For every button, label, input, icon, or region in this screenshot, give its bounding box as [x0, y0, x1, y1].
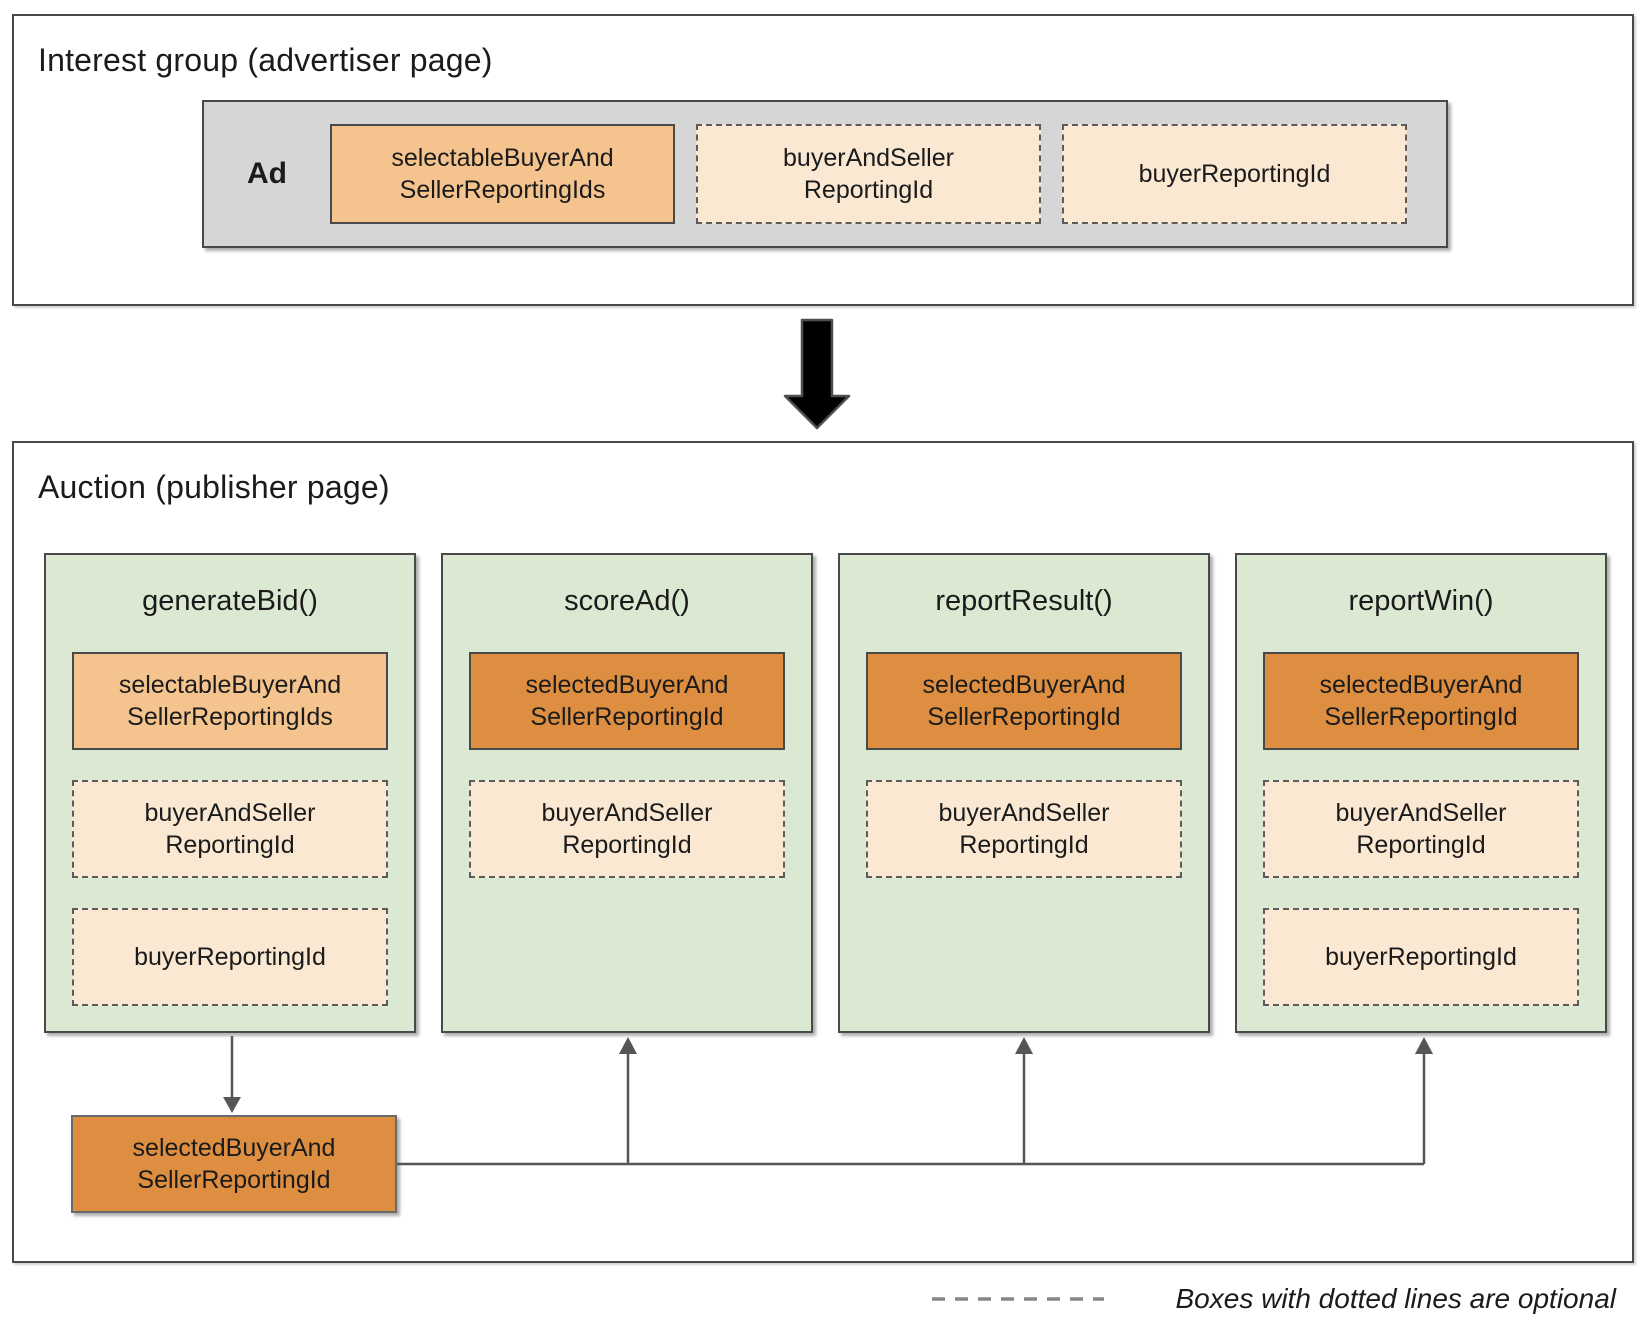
buyer-and-seller-reporting-id-box: buyerAndSeller ReportingId: [469, 780, 785, 878]
selected-buyer-and-seller-reporting-id-box: selectedBuyerAnd SellerReportingId: [1263, 652, 1579, 750]
selectable-buyer-and-seller-reporting-ids-box: selectableBuyerAnd SellerReportingIds: [72, 652, 388, 750]
buyer-and-seller-reporting-id-box: buyerAndSeller ReportingId: [1263, 780, 1579, 878]
buyer-and-seller-reporting-id-box: buyerAndSeller ReportingId: [866, 780, 1182, 878]
report-result-column: reportResult() selectedBuyerAnd SellerRe…: [838, 553, 1210, 1033]
report-win-title: reportWin(): [1348, 585, 1494, 617]
buyer-reporting-id-box: buyerReportingId: [1263, 908, 1579, 1006]
selected-buyer-and-seller-reporting-id-box: selectedBuyerAnd SellerReportingId: [866, 652, 1182, 750]
legend-text: Boxes with dotted lines are optional: [1175, 1283, 1617, 1314]
buyer-and-seller-reporting-id-box: buyerAndSeller ReportingId: [696, 124, 1041, 224]
report-result-title: reportResult(): [935, 585, 1113, 617]
interest-group-title: Interest group (advertiser page): [38, 42, 493, 78]
auction-title: Auction (publisher page): [38, 469, 390, 505]
selectable-buyer-and-seller-reporting-ids-box: selectableBuyerAnd SellerReportingIds: [330, 124, 675, 224]
interest-group-section: Interest group (advertiser page) Ad sele…: [12, 14, 1634, 306]
report-win-column: reportWin() selectedBuyerAnd SellerRepor…: [1235, 553, 1607, 1033]
buyer-reporting-id-box: buyerReportingId: [1062, 124, 1407, 224]
buyer-and-seller-reporting-id-box: buyerAndSeller ReportingId: [72, 780, 388, 878]
score-ad-title: scoreAd(): [564, 585, 690, 617]
buyer-reporting-id-box: buyerReportingId: [72, 908, 388, 1006]
selected-buyer-and-seller-reporting-id-output-box: selectedBuyerAnd SellerReportingId: [71, 1115, 397, 1213]
selected-buyer-and-seller-reporting-id-box: selectedBuyerAnd SellerReportingId: [469, 652, 785, 750]
ad-label: Ad: [247, 157, 287, 190]
score-ad-column: scoreAd() selectedBuyerAnd SellerReporti…: [441, 553, 813, 1033]
generate-bid-column: generateBid() selectableBuyerAnd SellerR…: [44, 553, 416, 1033]
ad-container: Ad selectableBuyerAnd SellerReportingIds…: [202, 100, 1448, 248]
flow-down-arrow-icon: [783, 318, 851, 430]
generate-bid-title: generateBid(): [142, 585, 318, 617]
